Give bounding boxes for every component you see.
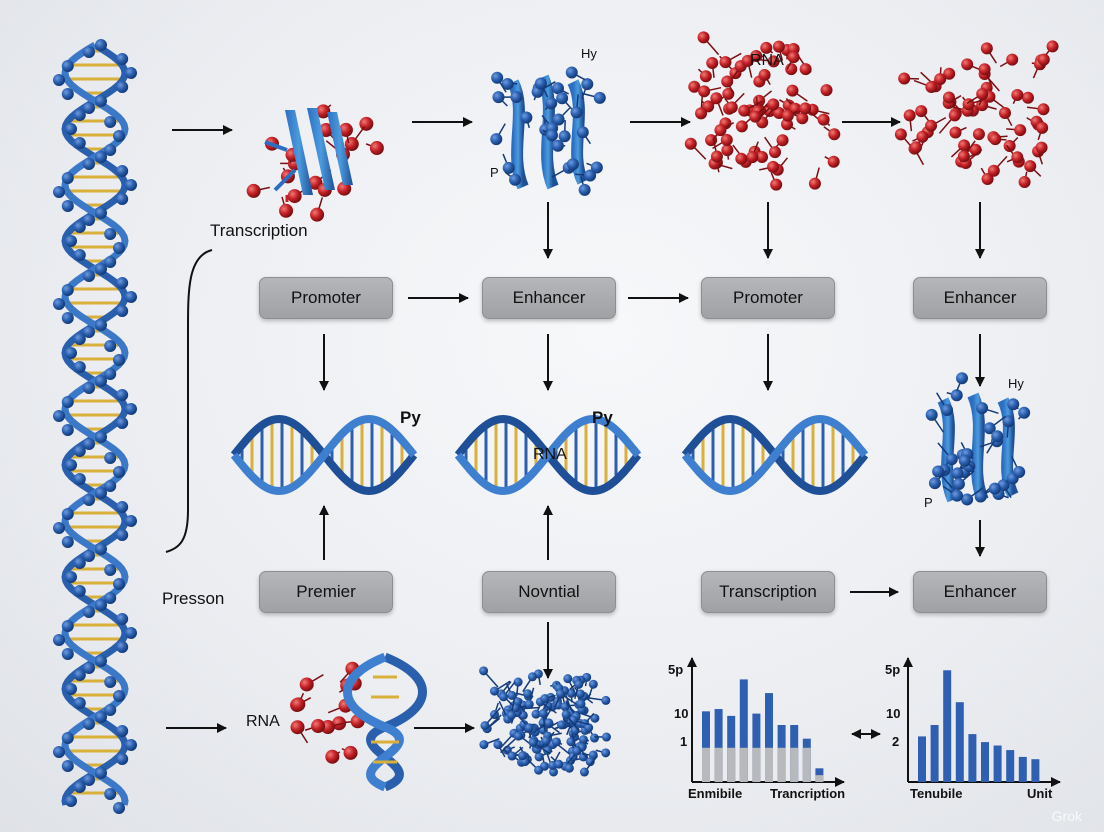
bar-segment [778,748,786,782]
py-label: Py [400,408,421,428]
transcription-box: Transcription [701,571,835,613]
novntial-box: Novntial [482,571,616,613]
bar [994,746,1002,782]
bar-segment [815,775,823,782]
bar-chart-left [692,658,844,782]
bar-segment [702,748,710,782]
x-axis-label: Enmibile [688,786,742,801]
bar [1019,757,1027,782]
protein-globule-icon [479,666,611,776]
y-tick-label: 2 [892,734,899,749]
red-molecule-cluster-icon [895,40,1059,188]
p-label: P [924,495,933,510]
bar-segment [765,748,773,782]
protein-structure-icon [490,67,606,196]
bar-segment [715,748,723,782]
bar [943,670,951,782]
promoter-box: Promoter [259,277,393,319]
dna-double-helix-icon [53,39,137,814]
rna-label: RNA [246,713,280,731]
py-label: Py [592,408,613,428]
x-axis-label: Trancription [770,786,845,801]
bar-segment [752,748,760,782]
enhancer-box: Enhancer [482,277,616,319]
bar [968,734,976,782]
y-tick-label: 1 [680,734,687,749]
rna-label: RNA [533,446,567,464]
protein-ribbon-icon [247,104,384,221]
hy-label: Hy [1008,376,1024,391]
protein-structure-icon [926,372,1030,505]
presson-label: Presson [162,589,224,609]
x-axis-label: Tenubile [910,786,962,801]
bar-segment [790,748,798,782]
p-label: P [490,165,499,180]
watermark-logo: Grok [1052,808,1082,824]
promoter-box: Promoter [701,277,835,319]
bar [1006,750,1014,782]
bar [1031,759,1039,782]
premier-box: Premier [259,571,393,613]
y-tick-label: 10 [886,706,900,721]
bar-chart-right [908,658,1060,782]
hy-label: Hy [581,46,597,61]
y-tick-label: 5p [668,662,683,677]
y-tick-label: 10 [674,706,688,721]
dna-segment-icon [685,419,865,491]
bracket-line [166,250,212,552]
x-axis-label: Unit [1027,786,1052,801]
rna-label: RNA [750,52,784,70]
bar-segment [740,748,748,782]
transcription-label: Transcription [210,221,308,241]
enhancer-box: Enhancer [913,571,1047,613]
enhancer-box: Enhancer [913,277,1047,319]
bar [956,702,964,782]
bar-segment [727,748,735,782]
bar [981,742,989,782]
bar [918,736,926,782]
y-tick-label: 5p [885,662,900,677]
bar [931,725,939,782]
dna-segment-icon [234,419,414,491]
bar-segment [803,748,811,782]
